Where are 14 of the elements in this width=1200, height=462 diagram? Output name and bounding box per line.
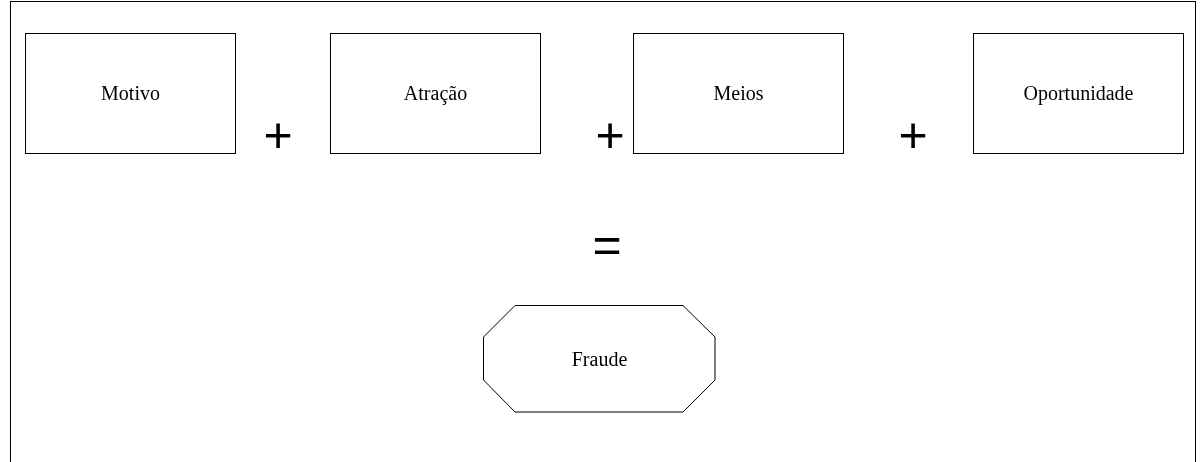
node-label: Motivo bbox=[101, 82, 160, 105]
text-box bbox=[25, 33, 236, 154]
node-label: Meios bbox=[713, 82, 764, 105]
operator-sign: = bbox=[592, 220, 622, 270]
operator-sign: + bbox=[898, 110, 928, 160]
operator-sign: + bbox=[263, 110, 293, 160]
node-label: Atração bbox=[403, 82, 468, 105]
octagon-shape bbox=[483, 305, 716, 413]
text-box bbox=[973, 33, 1184, 154]
node-label: Fraude bbox=[571, 347, 628, 371]
text-box bbox=[633, 33, 844, 154]
node-label: Oportunidade bbox=[1023, 82, 1134, 105]
operator-sign: + bbox=[595, 110, 625, 160]
text-box bbox=[330, 33, 541, 154]
